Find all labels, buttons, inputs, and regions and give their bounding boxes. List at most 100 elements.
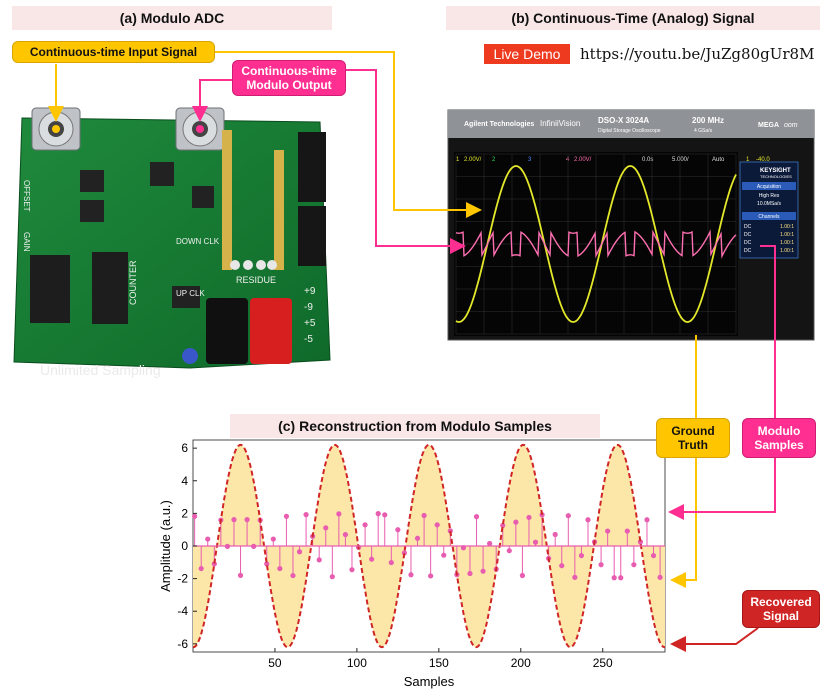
board-up-clk: UP CLK bbox=[176, 289, 205, 298]
callout-ground-truth-line1: Ground bbox=[671, 424, 715, 438]
modulo-sample-point bbox=[231, 517, 237, 523]
modulo-sample-point bbox=[519, 572, 526, 579]
y-tick-label: -4 bbox=[177, 604, 188, 618]
callout-modulo-output: Continuous-time Modulo Output bbox=[232, 60, 346, 96]
modulo-sample-point bbox=[290, 572, 296, 579]
modulo-sample-point bbox=[283, 513, 290, 519]
rail-minus5: -5 bbox=[304, 334, 313, 345]
callout-modulo-output-line1: Continuous-time bbox=[241, 64, 337, 78]
modulo-sample-point bbox=[296, 549, 303, 555]
callout-recovered-signal: Recovered Signal bbox=[742, 590, 820, 628]
bnc-output-connector bbox=[175, 107, 225, 151]
modulo-sample-point bbox=[395, 527, 401, 533]
board-residue: RESIDUE bbox=[236, 275, 276, 285]
scope-ch-ratio-2: 1.00:1 bbox=[780, 232, 794, 238]
modulo-sample-point bbox=[559, 563, 565, 569]
callout-ground-truth: Ground Truth bbox=[656, 418, 730, 458]
modulo-sample-point bbox=[428, 573, 434, 579]
scope-status-2: 2 bbox=[492, 157, 496, 163]
panel-c-title: (c) Reconstruction from Modulo Samples bbox=[230, 414, 600, 438]
bnc-input-connector bbox=[31, 107, 81, 151]
callout-modulo-output-line2: Modulo Output bbox=[246, 78, 332, 92]
modulo-sample-point bbox=[421, 512, 427, 519]
modulo-sample-point bbox=[506, 548, 512, 554]
scope-ch-ratio-1: 1.00:1 bbox=[780, 224, 794, 230]
scope-acq-rate: 10.0MSa/s bbox=[757, 201, 781, 207]
y-tick-label: 6 bbox=[181, 441, 188, 455]
modulo-sample-point bbox=[605, 528, 611, 534]
board-offset: OFFSET bbox=[22, 180, 31, 212]
modulo-sample-point bbox=[264, 561, 270, 567]
scope-ch-coupling-1: DC bbox=[744, 224, 752, 230]
board-down-clk: DOWN CLK bbox=[176, 237, 220, 246]
modulo-sample-point bbox=[349, 567, 355, 573]
live-demo-badge[interactable]: Live Demo bbox=[484, 44, 570, 64]
modulo-sample-point bbox=[270, 536, 276, 542]
modulo-sample-point bbox=[637, 539, 644, 545]
scope-status-6: 0.0s bbox=[642, 157, 653, 163]
modulo-sample-point bbox=[618, 575, 624, 581]
modulo-sample-point bbox=[198, 565, 204, 572]
modulo-sample-point bbox=[572, 574, 578, 580]
modulo-sample-point bbox=[513, 519, 519, 525]
modulo-sample-point bbox=[447, 528, 453, 534]
modulo-sample-point bbox=[500, 522, 506, 529]
modulo-sample-point bbox=[657, 574, 663, 580]
modulo-sample-point bbox=[408, 572, 414, 578]
x-tick-label: 150 bbox=[429, 656, 449, 670]
board-counter: COUNTER bbox=[128, 260, 138, 305]
scope-brand: Agilent Technologies bbox=[464, 121, 534, 128]
y-tick-label: -6 bbox=[177, 637, 188, 651]
modulo-sample-point bbox=[205, 536, 211, 542]
scope-model: DSO-X 3024A bbox=[598, 116, 649, 125]
scope-series: InfiniiVision bbox=[540, 119, 580, 128]
y-tick-label: 0 bbox=[181, 539, 188, 553]
modulo-sample-point bbox=[369, 556, 375, 562]
panel-a-title: (a) Modulo ADC bbox=[12, 6, 332, 30]
modulo-sample-point bbox=[552, 531, 558, 538]
scope-subtitle: Digital Storage Oscilloscope bbox=[598, 128, 661, 134]
board-gain: GAIN bbox=[22, 232, 31, 252]
y-axis-label: Amplitude (a.u.) bbox=[158, 500, 173, 592]
x-axis-label: Samples bbox=[404, 674, 455, 689]
demo-url-link[interactable]: https://youtu.be/JuZg80gUr8M bbox=[580, 45, 815, 63]
rail-plus9: +9 bbox=[304, 286, 316, 297]
modulo-sample-point bbox=[237, 572, 244, 578]
scope-keysight-sub: TECHNOLOGIES bbox=[760, 174, 792, 179]
y-tick-label: 4 bbox=[181, 474, 188, 488]
modulo-sample-point bbox=[401, 550, 408, 556]
modulo-sample-point bbox=[565, 513, 571, 519]
modulo-sample-point bbox=[414, 535, 421, 541]
modulo-sample-point bbox=[631, 562, 637, 568]
modulo-sample-point bbox=[303, 512, 309, 518]
scope-status-8: Auto bbox=[712, 157, 725, 163]
scope-megazoom: MEGA bbox=[758, 122, 779, 129]
scope-ch-title: Channels bbox=[758, 214, 780, 220]
modulo-sample-point bbox=[434, 522, 440, 528]
modulo-sample-point bbox=[336, 511, 342, 517]
modulo-sample-point bbox=[650, 552, 657, 559]
x-tick-label: 250 bbox=[593, 656, 613, 670]
callout-recovered-line1: Recovered bbox=[750, 595, 812, 609]
modulo-sample-point bbox=[277, 565, 283, 572]
panel-b-title: (b) Continuous-Time (Analog) Signal bbox=[446, 6, 820, 30]
modulo-sample-point bbox=[532, 539, 539, 545]
modulo-sample-point bbox=[342, 531, 349, 538]
modulo-sample-point bbox=[382, 512, 388, 518]
modulo-sample-point bbox=[585, 517, 591, 523]
modulo-sample-point bbox=[329, 574, 335, 580]
scope-ch-coupling-3: DC bbox=[744, 240, 752, 246]
scope-status-9: 1 bbox=[746, 157, 750, 163]
scope-status-5: 2.00V/ bbox=[574, 157, 592, 163]
scope-acq-mode: High Res bbox=[759, 193, 780, 199]
y-tick-label: 2 bbox=[181, 506, 188, 520]
modulo-sample-point bbox=[611, 575, 617, 581]
modulo-sample-point bbox=[362, 522, 368, 528]
scope-modulo-trace bbox=[455, 229, 737, 259]
modulo-sample-point bbox=[526, 514, 532, 521]
callout-modulo-samples-line2: Samples bbox=[754, 438, 804, 452]
modulo-sample-point bbox=[388, 559, 394, 566]
x-tick-label: 50 bbox=[268, 656, 282, 670]
modulo-sample-point bbox=[578, 552, 585, 559]
